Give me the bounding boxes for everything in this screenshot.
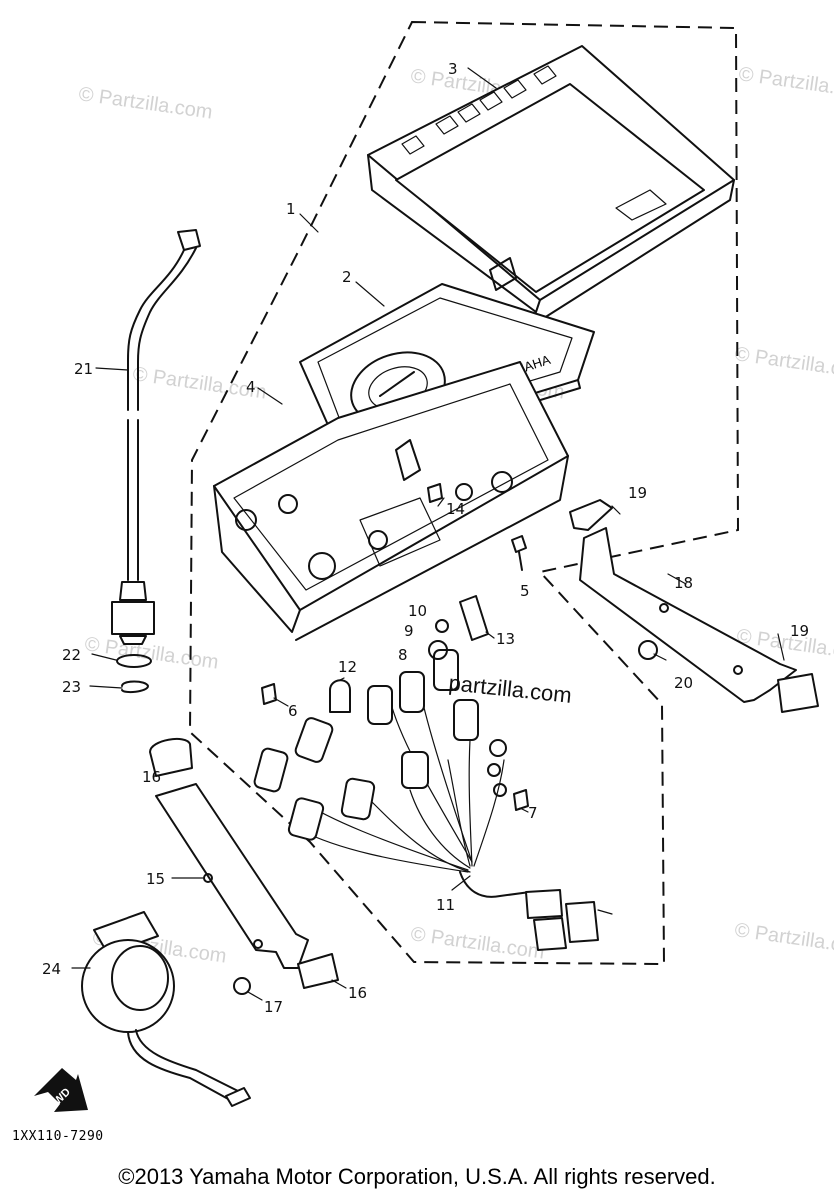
meter-cover: [367, 45, 735, 319]
callout-5: 5: [520, 582, 530, 600]
nut: [638, 640, 658, 660]
assembly-boundary: [188, 20, 740, 966]
watermark-text: © Partzilla.com: [77, 83, 214, 124]
callout-20: 20: [674, 674, 693, 692]
watermark-text: © Partzilla.com: [733, 343, 834, 384]
wire-harness: [253, 649, 613, 951]
callout-labels: 1 2 3 4 5 6 7 8 9 10 11 12 13 14 15 16 1…: [42, 60, 809, 1016]
speedometer-cable: [111, 229, 201, 645]
callout-3: 3: [448, 60, 458, 78]
callout-19: 19: [790, 622, 809, 640]
callout-23: 23: [62, 678, 81, 696]
watermark-text: © Partzilla.com: [83, 633, 220, 674]
callout-14: 14: [446, 500, 465, 518]
screw: [427, 483, 443, 503]
callout-16: 16: [348, 984, 367, 1002]
callout-11: 11: [436, 896, 455, 914]
damper-left: [149, 737, 193, 777]
watermark-text: © Partzilla.com: [733, 919, 834, 960]
damper-right: [777, 673, 819, 713]
washer-part: [435, 619, 449, 633]
socket-part: [459, 595, 489, 641]
callout-2: 2: [342, 268, 352, 286]
screw: [511, 535, 527, 571]
callout-4: 4: [246, 378, 256, 396]
nut: [233, 977, 251, 995]
flasher-relay: [81, 911, 251, 1107]
callout-6: 6: [288, 702, 298, 720]
callout-21: 21: [74, 360, 93, 378]
callout-12: 12: [338, 658, 357, 676]
damper-right: [569, 499, 613, 531]
callout-16: 16: [142, 768, 161, 786]
watermark-text: © Partzilla.com: [737, 63, 834, 104]
callout-19: 19: [628, 484, 647, 502]
meter-case: [213, 361, 569, 641]
screw: [261, 683, 277, 705]
callout-22: 22: [62, 646, 81, 664]
washer-part: [428, 640, 448, 660]
callout-17: 17: [264, 998, 283, 1016]
callout-8: 8: [398, 646, 408, 664]
o-ring: [116, 654, 152, 668]
watermark-text: © Partzilla.com: [409, 923, 546, 964]
callout-9: 9: [404, 622, 414, 640]
callout-1: 1: [286, 200, 296, 218]
callout-10: 10: [408, 602, 427, 620]
callout-18: 18: [674, 574, 693, 592]
callout-15: 15: [146, 870, 165, 888]
circlip: [121, 680, 149, 694]
callout-7: 7: [528, 804, 538, 822]
leader-lines: [71, 67, 785, 1001]
damper-left: [297, 953, 339, 989]
forward-direction-arrow: FWD: [34, 1068, 88, 1112]
bulb: [329, 679, 351, 713]
copyright-text: ©2013 Yamaha Motor Corporation, U.S.A. A…: [118, 1164, 716, 1189]
figure-code: 1XX110-7290: [12, 1129, 104, 1144]
screw: [513, 789, 529, 811]
callout-13: 13: [496, 630, 515, 648]
callout-24: 24: [42, 960, 61, 978]
